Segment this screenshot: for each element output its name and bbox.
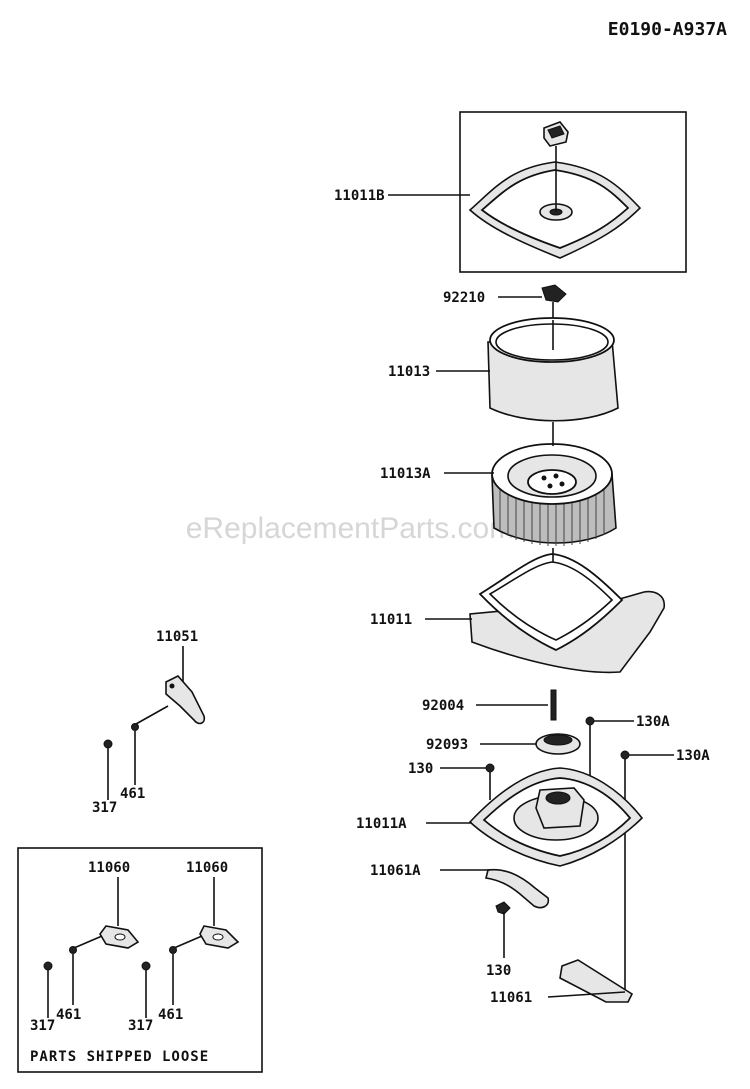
label-11013: 11013 (388, 364, 430, 380)
wing-nut[interactable] (541, 284, 567, 303)
label-130A-2: 130A (676, 748, 710, 764)
washer-461-a[interactable] (131, 723, 139, 731)
label-11061A: 11061A (370, 863, 421, 879)
breather-bracket[interactable] (485, 868, 550, 909)
nut-317-c[interactable] (141, 961, 151, 971)
washer-461-c[interactable] (169, 946, 177, 954)
gasket-11060-2[interactable] (199, 925, 240, 949)
label-130A-1: 130A (636, 714, 670, 730)
label-317-b: 317 (30, 1018, 55, 1034)
air-cleaner-housing[interactable] (469, 553, 666, 674)
label-461-b: 461 (56, 1007, 81, 1023)
label-11061: 11061 (490, 990, 532, 1006)
label-317-a: 317 (92, 800, 117, 816)
washer-461-b[interactable] (69, 946, 77, 954)
bracket-11051[interactable] (165, 675, 206, 725)
label-11060-1: 11060 (88, 860, 130, 876)
nut-317-a[interactable] (103, 739, 113, 749)
leader-461-a (135, 705, 169, 725)
pre-cleaner-foam[interactable] (487, 317, 619, 422)
label-130-2: 130 (486, 963, 511, 979)
label-11051: 11051 (156, 629, 198, 645)
cover-knob[interactable] (543, 121, 569, 147)
label-11011A: 11011A (356, 816, 407, 832)
nut-317-b[interactable] (43, 961, 53, 971)
bolt-130a-upper[interactable] (585, 716, 595, 726)
leader-461-b (73, 935, 103, 949)
stud[interactable] (550, 689, 557, 721)
cover-callout-box (459, 111, 687, 273)
label-92093: 92093 (426, 737, 468, 753)
seal-ring[interactable] (535, 733, 581, 755)
label-130-1: 130 (408, 761, 433, 777)
bottom-plate[interactable] (559, 959, 634, 1003)
shipped-loose-box (17, 847, 263, 1073)
label-11011B: 11011B (334, 188, 385, 204)
label-317-c: 317 (128, 1018, 153, 1034)
label-92210: 92210 (443, 290, 485, 306)
shipped-loose-caption: PARTS SHIPPED LOOSE (30, 1049, 209, 1065)
leader-461-c (173, 935, 203, 949)
watermark: eReplacementParts.com (186, 512, 514, 545)
air-cleaner-cover[interactable] (468, 161, 642, 259)
gasket-11060-1[interactable] (99, 925, 140, 949)
label-461-a: 461 (120, 786, 145, 802)
air-filter-element[interactable] (491, 443, 617, 546)
leader-11061 (547, 991, 626, 998)
label-92004: 92004 (422, 698, 464, 714)
screw-130-lower[interactable] (495, 901, 511, 915)
air-cleaner-base[interactable] (468, 767, 644, 867)
label-461-c: 461 (158, 1007, 183, 1023)
bolt-130a-right[interactable] (620, 750, 630, 760)
diagram-code: E0190-A937A (608, 19, 727, 40)
label-11060-2: 11060 (186, 860, 228, 876)
label-11011: 11011 (370, 612, 412, 628)
screw-130-upper[interactable] (485, 763, 495, 773)
label-11013A: 11013A (380, 466, 431, 482)
